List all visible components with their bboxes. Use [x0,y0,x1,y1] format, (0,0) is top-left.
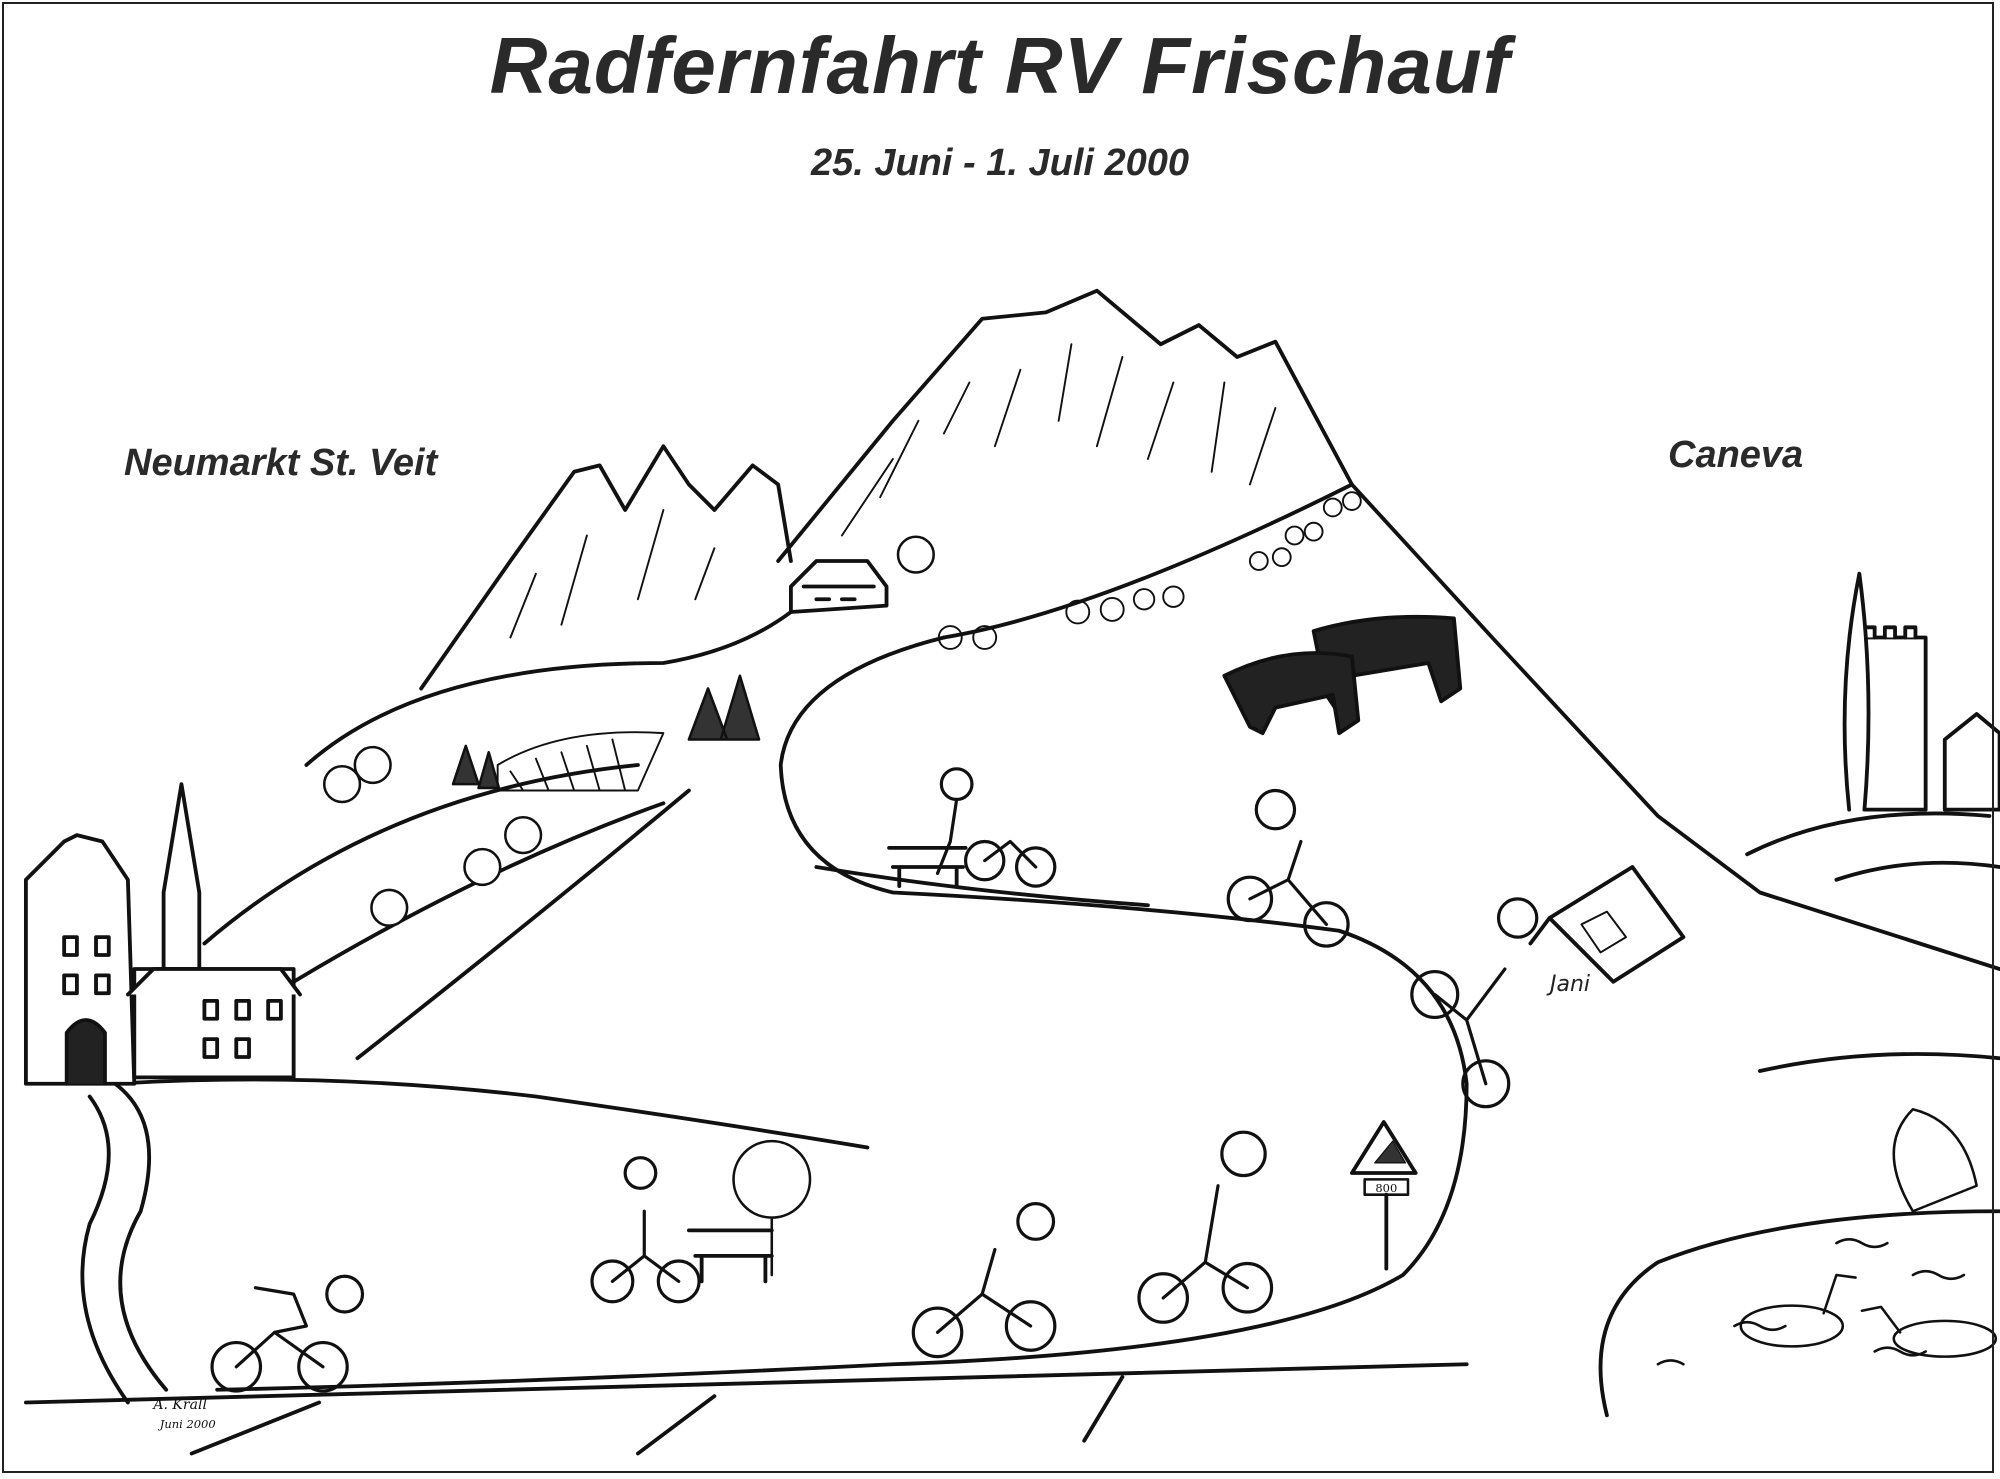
ducks [1739,1273,1998,1358]
fields [496,731,665,792]
left-path [80,1081,169,1405]
artist-signature: A. Krall Juni 2000 [151,1397,215,1431]
cyclist [590,1156,701,1304]
cyclist [210,1274,365,1393]
svg-text:A. Krall: A. Krall [151,1397,207,1413]
road-sign: 800 [1349,1120,1418,1271]
lake [1598,1209,2000,1418]
poster-dates: 25. Juni - 1. Juli 2000 [810,142,1190,184]
flag [1528,865,1686,984]
mountain-shading [840,343,1277,537]
cyclist-jani [1410,897,1539,1109]
road-lower-edge [814,482,1354,908]
tower [1842,571,2000,812]
cows [1222,614,1463,736]
start-place-label: Neumarkt St. Veit [124,442,438,484]
road-upper [215,635,1469,1392]
farmhouse [788,559,889,614]
foreground-road [23,1362,1469,1456]
cyclists [210,491,1539,1393]
svg-text:Juni 2000: Juni 2000 [158,1417,216,1431]
left-peaks [419,444,793,691]
peloton [937,491,1362,650]
bench [686,845,968,1284]
road-sign-text: 800 [1375,1181,1397,1195]
cyclist [911,1202,1057,1359]
end-place-label: Caneva [1668,434,1804,476]
rider-name-label: Jani [1550,972,1591,997]
poster-title: Radfernfahrt RV Frischauf [489,21,1511,110]
cyclist [1226,788,1350,948]
church [125,782,302,1080]
cyclist [1137,1130,1274,1324]
right-hills [1745,811,2000,1073]
resting-cyclist [935,767,1057,888]
town-gate [23,833,137,1086]
main-mountain [776,288,2000,971]
trees [322,535,1978,1277]
